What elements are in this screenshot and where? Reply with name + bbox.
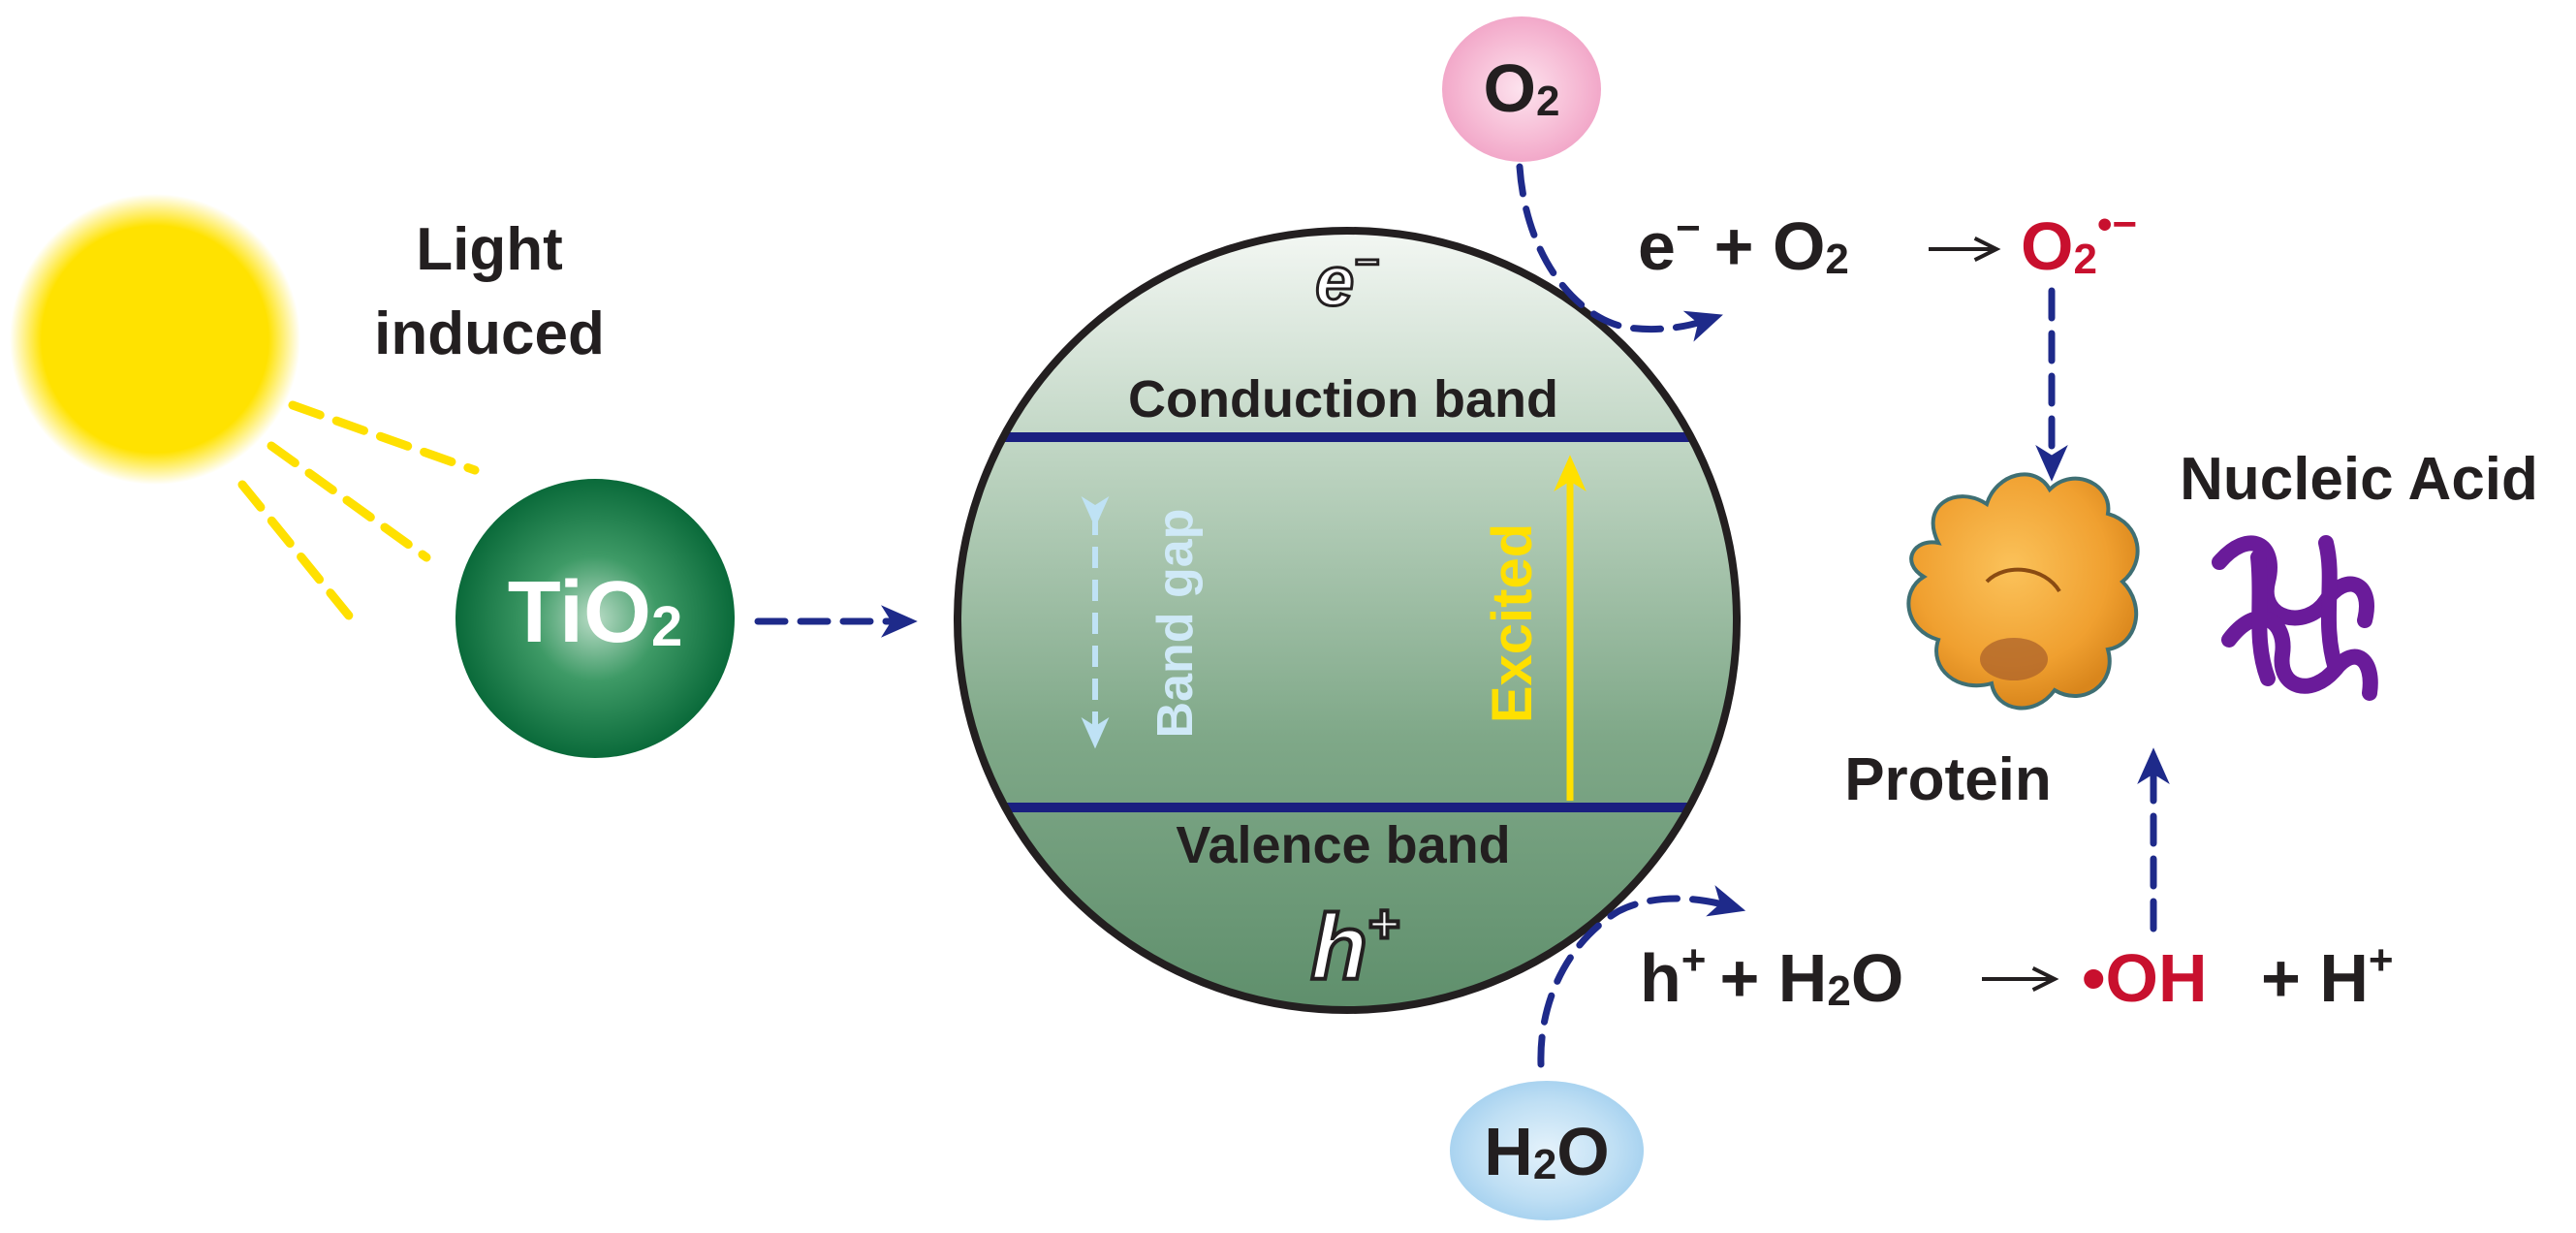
superoxide-radical: O2•− <box>2021 201 2137 284</box>
band-diagram <box>954 227 1741 1014</box>
o2-bubble-label: O2 <box>1484 50 1560 126</box>
sun-rays <box>237 400 480 630</box>
protein-label: Protein <box>1844 746 2052 813</box>
reaction-bottom-tail: + H+ <box>2261 936 2394 1016</box>
tio2-sphere <box>456 479 735 758</box>
electron-symbol: e− <box>1315 238 1379 321</box>
h2o-bubble-label: H2O <box>1484 1114 1610 1189</box>
band-gap-label: Band gap <box>1147 509 1204 739</box>
light-label-line2: induced <box>374 300 605 367</box>
hole-symbol: h+ <box>1310 893 1398 999</box>
sun-icon <box>10 194 300 485</box>
h2o-to-reaction-arrow <box>1537 885 1746 1068</box>
reaction-bottom: h++ H2O <box>1640 936 1903 1016</box>
protein-icon <box>1906 472 2140 711</box>
h2o-bubble <box>1450 1081 1644 1220</box>
nucleic-acid-icon <box>2212 535 2378 701</box>
valence-band-label: Valence band <box>1176 816 1510 874</box>
nucleic-acid-label: Nucleic Acid <box>2180 446 2538 513</box>
light-label-line1: Light <box>416 216 563 283</box>
o2-bubble <box>1442 16 1601 162</box>
o2-to-reaction-arrow <box>1516 163 1723 342</box>
conduction-band-label: Conduction band <box>1128 370 1558 428</box>
excited-label: Excited <box>1481 523 1544 723</box>
tio2-label: TiO2 <box>508 564 683 661</box>
hydroxyl-radical: •OH <box>2082 940 2208 1016</box>
reaction-top: e−+ O2 <box>1638 205 1849 284</box>
